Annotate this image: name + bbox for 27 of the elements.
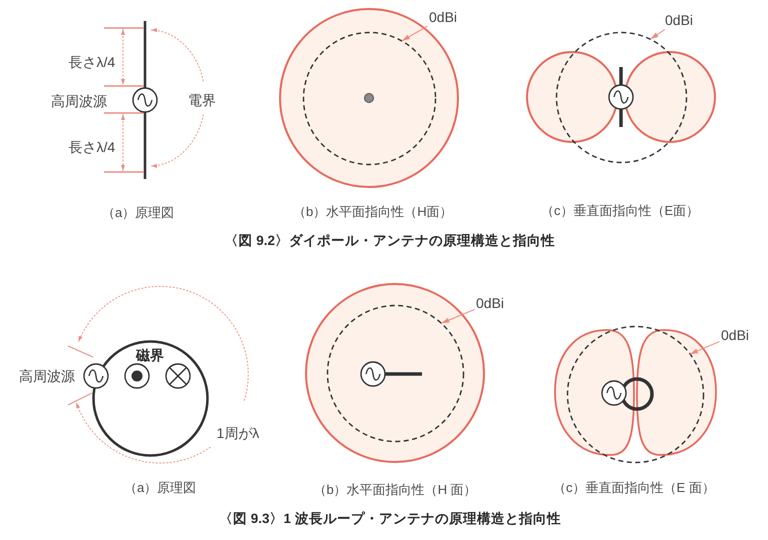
callout-label: 0dBi xyxy=(476,295,504,311)
dimension-label: 長さλ/4 xyxy=(68,54,116,70)
dashed-circle xyxy=(302,30,436,166)
leader-line xyxy=(402,26,428,42)
loop-antenna xyxy=(92,340,208,456)
leader-line xyxy=(440,308,475,324)
dashed-circle xyxy=(554,30,688,164)
dimension-label: 1周がλ xyxy=(216,425,260,441)
leader-line xyxy=(690,341,720,355)
callout-label: 0dBi xyxy=(721,327,750,343)
dimension-label: 長さλ/4 xyxy=(68,139,116,155)
subfigure-caption: （b）水平面指向性（H 面） xyxy=(314,482,477,498)
subfigure-caption: （a）原理図 xyxy=(102,205,174,221)
subfigure-caption: （a）原理図 xyxy=(124,480,196,496)
figure-caption: 〈図 9.3〉1 波長ループ・アンテナの原理構造と指向性 xyxy=(219,511,561,527)
subfigure-caption: （c）垂直面指向性（E 面） xyxy=(553,480,715,496)
callout-label: 0dBi xyxy=(429,9,458,25)
field-label: 磁界 xyxy=(136,347,164,363)
dashed-circle xyxy=(326,304,464,442)
figure-caption: 〈図 9.2〉ダイポール・アンテナの原理構造と指向性 xyxy=(224,233,556,249)
leader-line xyxy=(650,29,666,40)
callout-label: 0dBi xyxy=(665,12,694,28)
source-label: 高周波源 xyxy=(51,93,107,109)
dashed-circle xyxy=(566,324,704,464)
subfigure-caption: （c）垂直面指向性（E面） xyxy=(541,203,700,219)
subfigure-caption: （b）水平面指向性（H面） xyxy=(293,204,453,220)
field-label: 電界 xyxy=(188,92,216,108)
